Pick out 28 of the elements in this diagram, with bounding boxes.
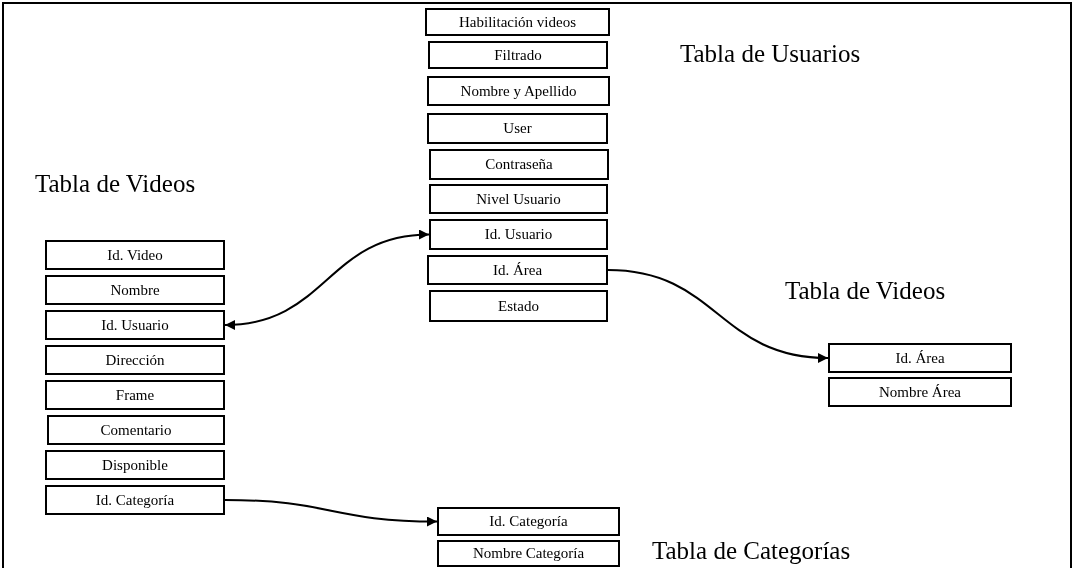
table-title: Tabla de Usuarios	[680, 39, 861, 69]
field-box: Disponible	[45, 450, 225, 480]
field-box: Contraseña	[429, 149, 609, 180]
field-box: Nombre Área	[828, 377, 1012, 407]
table-title: Tabla de Videos	[785, 276, 946, 306]
field-box: Id. Categoría	[437, 507, 620, 536]
arrow	[224, 499, 438, 527]
field-box: Nivel Usuario	[429, 184, 608, 214]
field-box: User	[427, 113, 608, 144]
field-box: Habilitación videos	[425, 8, 610, 36]
field-box: Nombre Categoría	[437, 540, 620, 567]
field-box: Comentario	[47, 415, 225, 445]
field-box: Id. Usuario	[429, 219, 608, 250]
field-box: Id. Video	[45, 240, 225, 270]
field-box: Frame	[45, 380, 225, 410]
field-box: Id. Categoría	[45, 485, 225, 515]
field-box: Id. Área	[427, 255, 608, 285]
table-title: Tabla de Videos	[35, 169, 196, 199]
field-box: Nombre y Apellido	[427, 76, 610, 106]
field-box: Estado	[429, 290, 608, 322]
field-box: Id. Área	[828, 343, 1012, 373]
field-box: Filtrado	[428, 41, 608, 69]
table-title: Tabla de Categorías	[652, 536, 851, 566]
field-box: Nombre	[45, 275, 225, 305]
field-box: Id. Usuario	[45, 310, 225, 340]
arrow	[224, 230, 430, 330]
arrow	[607, 269, 829, 363]
field-box: Dirección	[45, 345, 225, 375]
